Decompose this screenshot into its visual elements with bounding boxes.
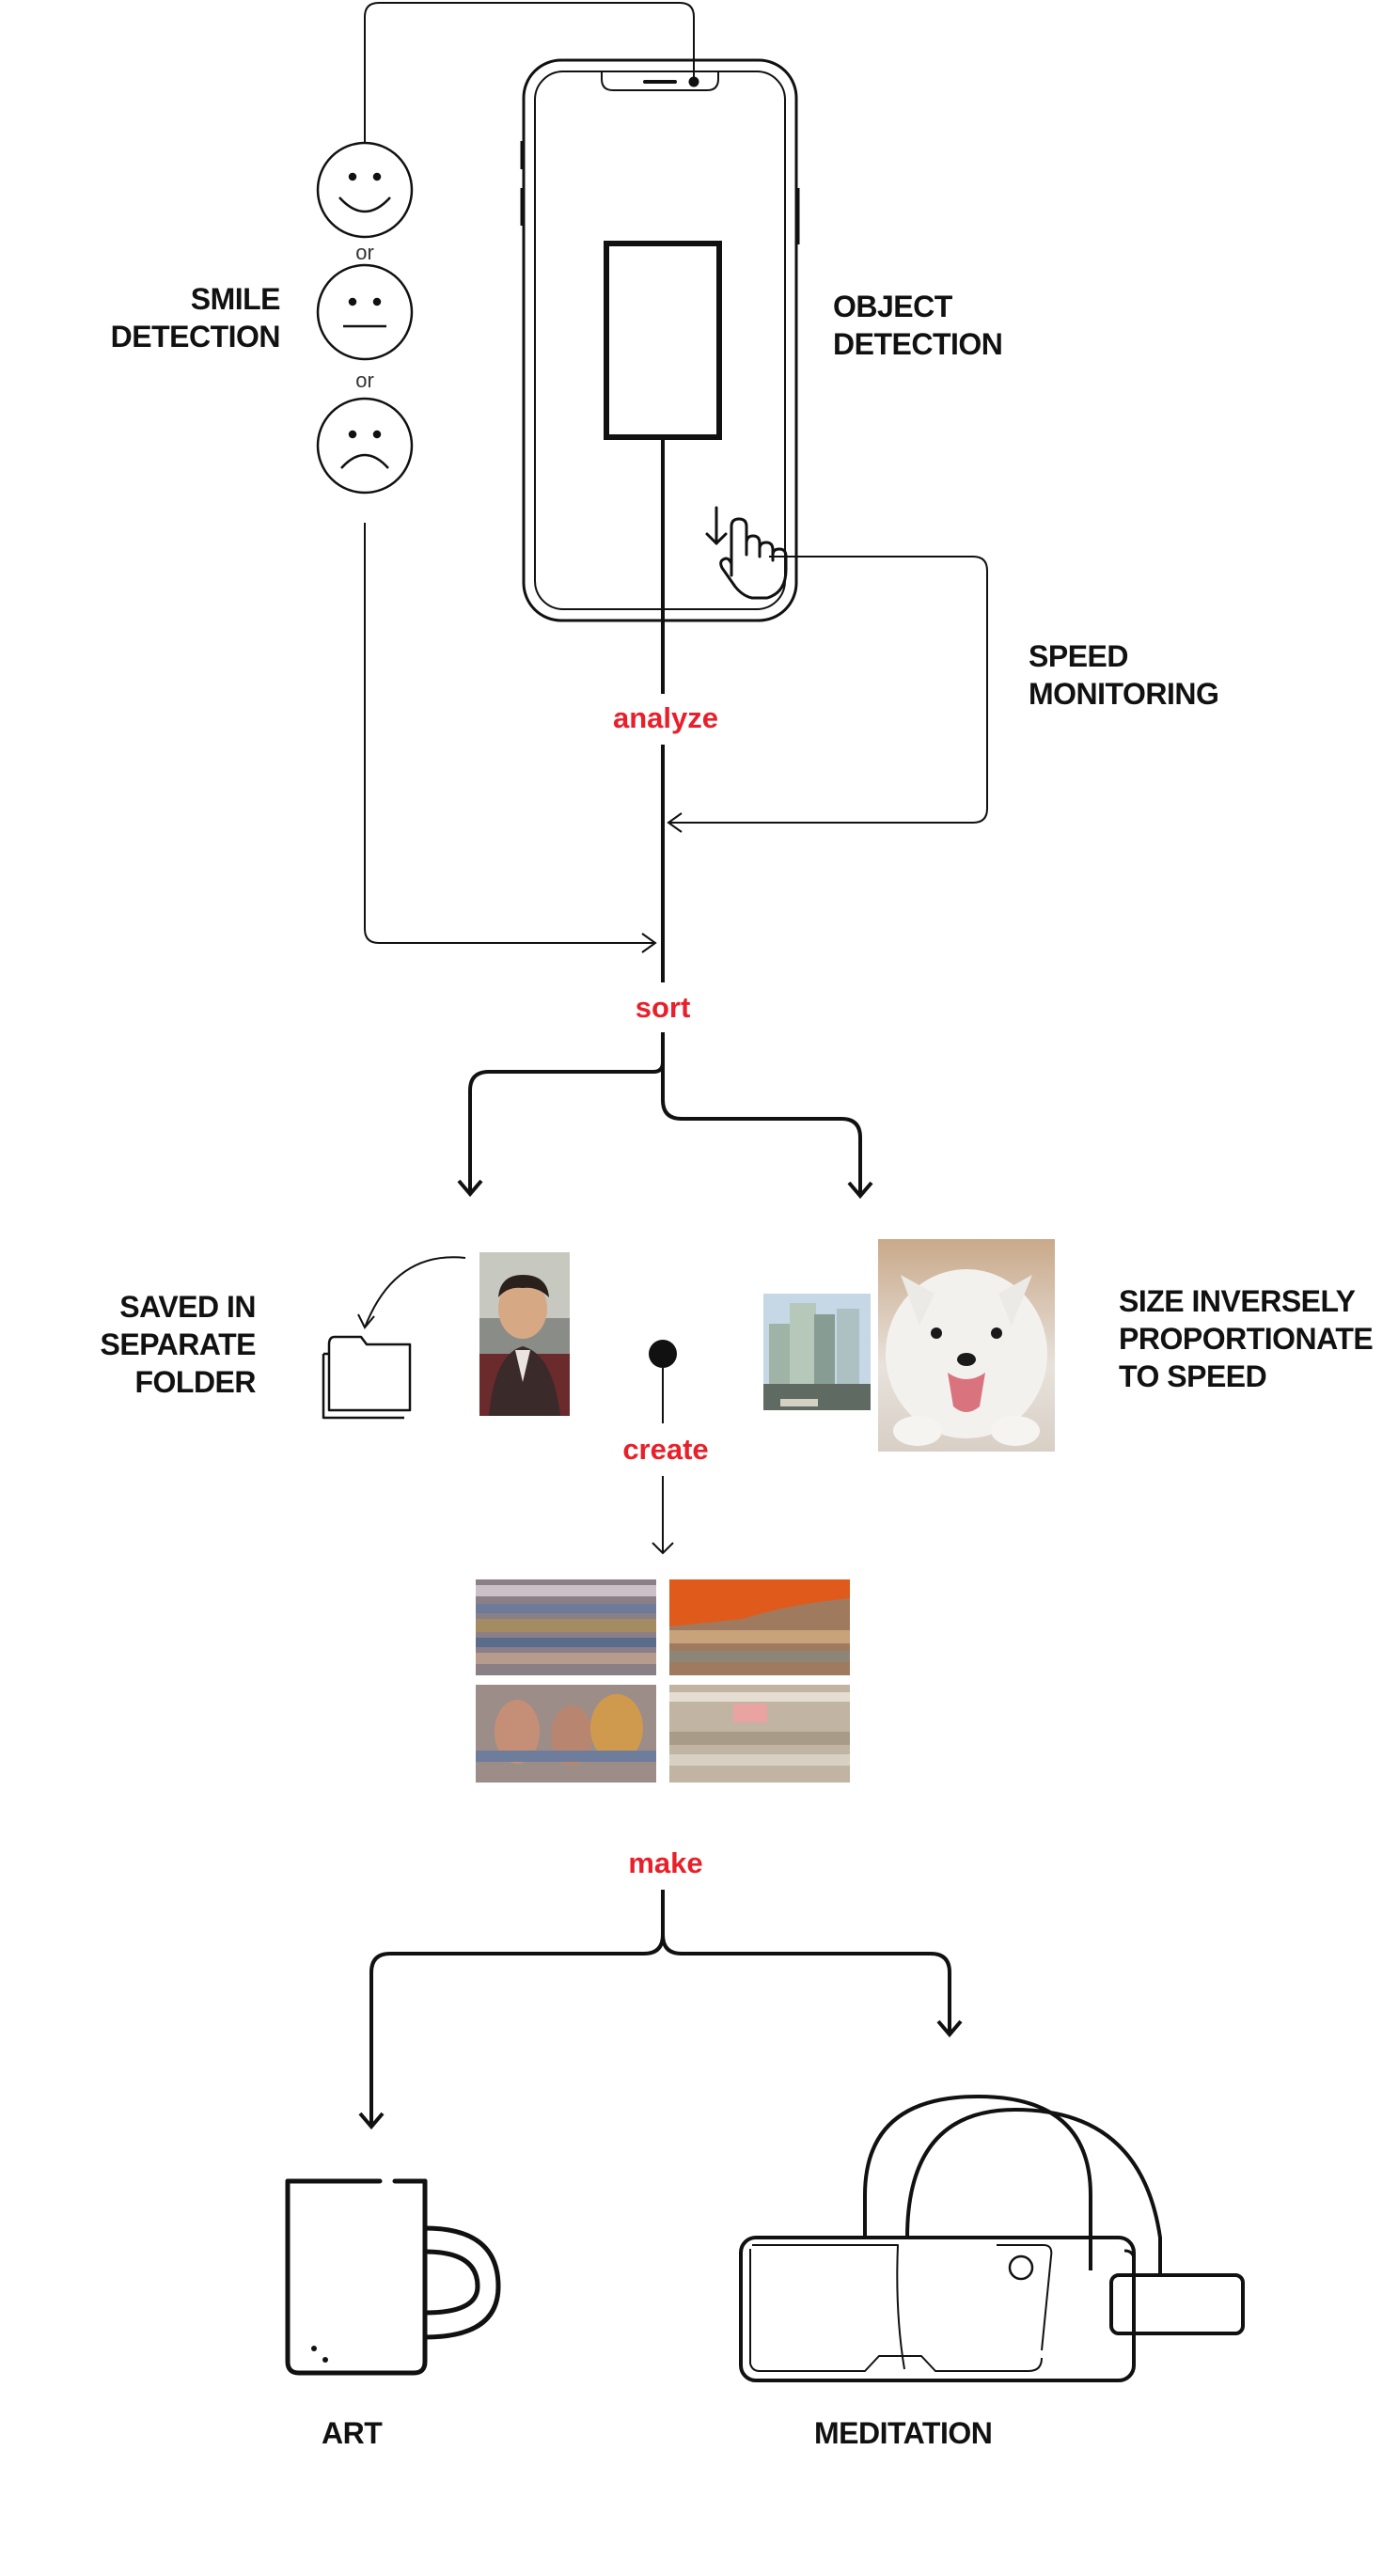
neutral-face-icon <box>316 263 414 361</box>
person-photo <box>479 1252 570 1416</box>
sort-branches <box>457 1061 873 1200</box>
or-label-1: or <box>355 241 374 264</box>
create-node-dot <box>649 1340 677 1368</box>
step-create: create <box>622 1433 709 1466</box>
smile-detection-label: SMILE DETECTION <box>110 282 281 353</box>
frown-face-icon <box>316 397 414 495</box>
folder-icon <box>322 1335 412 1420</box>
connector-lines <box>364 2 988 953</box>
glitch-art-mosaic <box>476 1579 850 1783</box>
size-inversely-label: SIZE INVERSELY PROPORTIONATE TO SPEED <box>1119 1284 1374 1393</box>
step-make: make <box>628 1846 703 1879</box>
tap-gesture-icon <box>705 506 788 600</box>
vr-headset-icon <box>739 2095 1245 2382</box>
or-label-2: or <box>355 369 374 392</box>
dog-photo <box>878 1239 1055 1452</box>
folder-arrow <box>357 1256 466 1329</box>
speed-monitoring-label: SPEED MONITORING <box>1029 639 1219 711</box>
create-line <box>652 1368 674 1555</box>
saved-in-separate-folder-label: SAVED IN SEPARATE FOLDER <box>100 1290 257 1399</box>
make-branches <box>358 1890 963 2130</box>
meditation-label: MEDITATION <box>814 2416 993 2450</box>
smile-face-icon <box>316 141 414 239</box>
art-label: ART <box>322 2416 383 2450</box>
object-detection-box <box>604 241 722 440</box>
smartphone-icon <box>520 58 800 622</box>
step-sort: sort <box>635 991 691 1024</box>
mug-icon <box>285 2178 501 2376</box>
object-detection-label: OBJECT DETECTION <box>833 290 1003 361</box>
city-photo <box>763 1294 871 1410</box>
step-analyze: analyze <box>612 701 719 734</box>
